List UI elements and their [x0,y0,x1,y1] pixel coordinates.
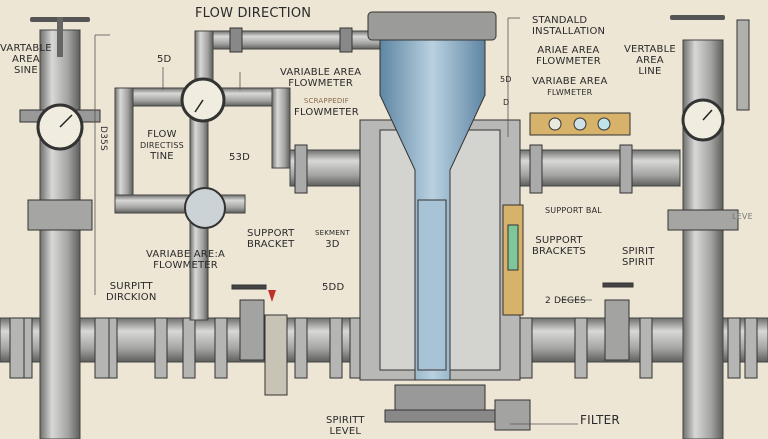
label-line: LINE [638,66,662,77]
label-segment-3d: SEKMENT 3D [315,228,350,250]
label-line: SCRAPPEDIF [303,97,349,105]
label-line: VARIABE ARE:A [146,249,226,260]
label-va-flowmeter-top: VARIABLE AREA FLOWMETER [280,67,361,89]
label-line: AREA [636,55,664,66]
label-line: FLWMETER [547,88,593,97]
label-line: SINE [13,65,38,76]
label-line: FLOWMETER [153,260,218,271]
label-line: FLOWMETER [536,56,601,67]
label-line: SUPPORT [535,235,583,246]
label-line: BRACKETS [532,246,586,257]
label-support-brackets: SUPPORT BRACKETS [532,235,586,257]
label-line: FLOWMETER [288,78,354,89]
label-line: AREA [12,54,40,65]
upper-pipe-loop [114,27,386,321]
label-line: VARIABE AREA [532,76,608,87]
label-left-line: VARTABLE AREA SINE [0,43,52,76]
label-5d-right: 5D [500,75,512,84]
label-line: ARIAE AREA [537,45,600,56]
label-line: VARIABLE AREA [280,67,362,78]
label-line: SPIRITT [326,415,365,426]
label-line: STANDALD [532,15,588,26]
label-dim-vertical: D35S [98,126,108,151]
label-53d: 53D [229,152,251,163]
left-riser [19,17,101,439]
label-leve: LEVE [732,212,753,221]
label-line: DIRECTISS [140,141,184,150]
dimension-lines [94,17,592,425]
label-line: SEKMENT [315,229,350,237]
label-line: TINE [150,151,174,162]
label-line: BRACKET [247,239,295,250]
right-riser [667,15,750,439]
label-line: SPIRIT [622,257,655,268]
label-line: SPIRIT [622,246,655,257]
red-marker [268,290,276,302]
label-5d-top: 5D [157,54,172,65]
label-va-flowmeter-bottom: VARIABE ARE:A FLOWMETER [146,249,225,271]
label-support-bracket: SUPPORT BRACKET [247,228,294,250]
label-scrapped-flowmeter: SCRAPPEDIF FLOWMETER [294,96,359,118]
label-line: SUPPORT [247,228,295,239]
label-line: LEVEL [329,426,362,437]
title-flow-direction: FLOW DIRECTION [195,6,312,21]
label-line: DIRCKION [106,292,157,303]
label-variabe-flwmeter: VARIABE AREA FLWMETER [532,76,608,98]
label-line: 3D [325,239,340,250]
label-line: FLOWMETER [294,107,359,118]
label-ariae-flowmeter: ARIAE AREA FLOWMETER [536,45,601,67]
spirit-level-horizontal [529,112,631,136]
label-line: FLOW [147,129,177,140]
label-right-line: VERTABLE AREA LINE [624,44,676,77]
flow-tube [417,199,447,371]
label-flow-direction-line: FLOW DIRECTISS TINE [140,129,184,162]
loop-flowmeter [184,187,226,229]
label-standard-installation: STANDALD INSTALLATION [532,15,605,37]
label-surpitt-direction: SURPITT DIRCKION [106,281,157,303]
label-spiritt-level: SPIRITT LEVEL [326,415,365,437]
label-filter: FILTER [580,413,620,427]
label-support-bal: SUPPORT BAL [545,206,602,215]
central-flowmeter [359,11,521,423]
label-5dd: 5DD [322,282,345,293]
spirit-level-vertical [502,204,524,316]
label-spirit: SPIRIT SPIRIT [622,246,655,268]
valves [231,282,634,431]
label-line: VARTABLE [0,43,52,54]
label-2-degrees: 2 DEGES [545,296,586,306]
label-line: SURPITT [109,281,153,292]
label-line: VERTABLE [624,44,676,55]
label-d-right: D [503,98,510,107]
label-line: INSTALLATION [532,26,606,37]
